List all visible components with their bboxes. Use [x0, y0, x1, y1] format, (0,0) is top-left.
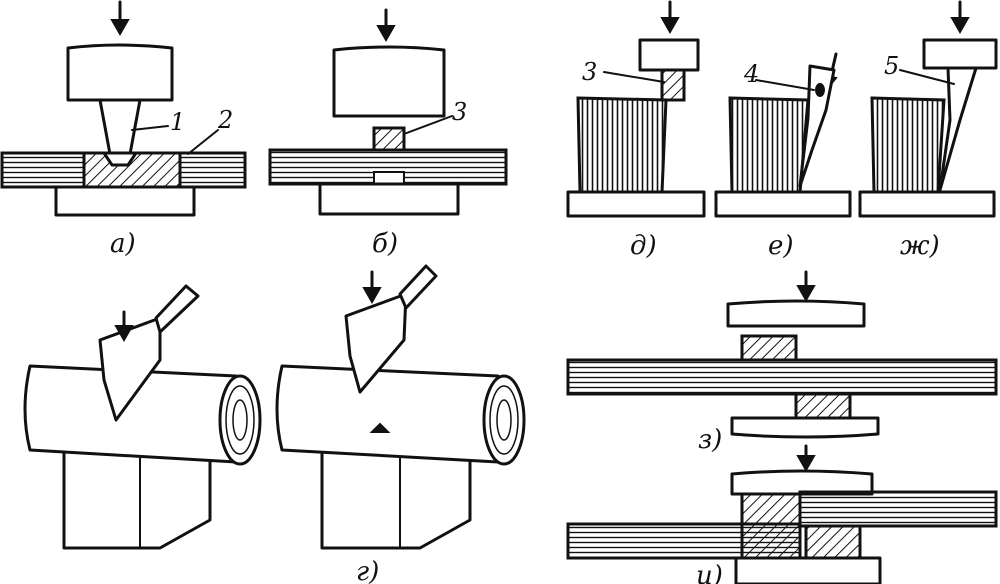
anvil-e: [714, 190, 852, 218]
anvil-b: [318, 182, 460, 216]
hammer-head-b: [332, 45, 446, 118]
workpiece-block-e: [728, 96, 810, 194]
label-zh: ж): [900, 231, 940, 261]
wedge-handle-left: [154, 284, 200, 334]
upper-punch-z: [740, 334, 798, 362]
figure-log-left: [23, 284, 262, 550]
hammer-head-a: [66, 43, 174, 102]
callout-2: 2: [217, 106, 233, 134]
callout-5: 5: [884, 52, 899, 80]
figure-e: 4 е): [714, 52, 852, 261]
label-a: а): [110, 229, 136, 259]
lower-die-i: [734, 556, 882, 584]
knife-tool-5: [938, 66, 978, 192]
figure-zh: 5 ж): [858, 0, 998, 261]
label-z: з): [698, 425, 722, 455]
arrow-b: [376, 8, 396, 43]
bar-upper-i: [798, 490, 998, 528]
arrow-log-left: [114, 310, 134, 343]
figure-g: г): [275, 264, 526, 584]
callout-3-d: 3: [582, 58, 597, 86]
figure-z: з): [566, 270, 998, 455]
lower-punch-z: [794, 392, 852, 420]
shear-punch-i: [740, 492, 802, 560]
punch-3-d: [660, 68, 686, 102]
upper-die-i: [730, 469, 874, 496]
workpiece-block-zh: [870, 96, 946, 194]
figure-i: и): [566, 444, 998, 584]
workpiece-block-d: [576, 96, 668, 194]
callout-4: 4: [743, 60, 759, 88]
figure-a: 1 2 а): [0, 0, 247, 259]
punch-3-b: [372, 126, 406, 152]
label-d: д): [630, 231, 657, 261]
anvil-d: [566, 190, 706, 218]
log-body-g: [275, 364, 507, 464]
arrow-log-g: [362, 270, 382, 305]
label-e: е): [768, 231, 794, 261]
arrow-i: [796, 444, 816, 473]
label-i: и): [696, 561, 723, 584]
arrow-d: [660, 0, 680, 35]
upper-die-z: [726, 299, 866, 328]
figure-d: 3 д): [566, 0, 706, 261]
arrow-a: [110, 0, 130, 37]
wedge-left: [98, 316, 162, 422]
label-g: г): [356, 557, 379, 584]
anvil-zh: [858, 190, 996, 218]
anvil-a: [54, 185, 196, 217]
wedge-g: [344, 292, 408, 394]
bar-stock-z: [566, 358, 998, 396]
label-b: б): [372, 229, 398, 259]
lower-die-z: [730, 416, 880, 439]
arrow-z: [796, 270, 816, 303]
chisel-tool-4: [798, 64, 836, 188]
wedge-handle-g: [398, 264, 438, 310]
sheared-piece-i: [804, 524, 862, 560]
arrow-zh: [950, 0, 970, 35]
figure-b: 3 б): [268, 8, 508, 259]
hammer-zh: [922, 38, 998, 70]
callout-3-b: 3: [452, 98, 467, 126]
callout-1: 1: [170, 108, 185, 136]
hammer-d: [638, 38, 700, 72]
